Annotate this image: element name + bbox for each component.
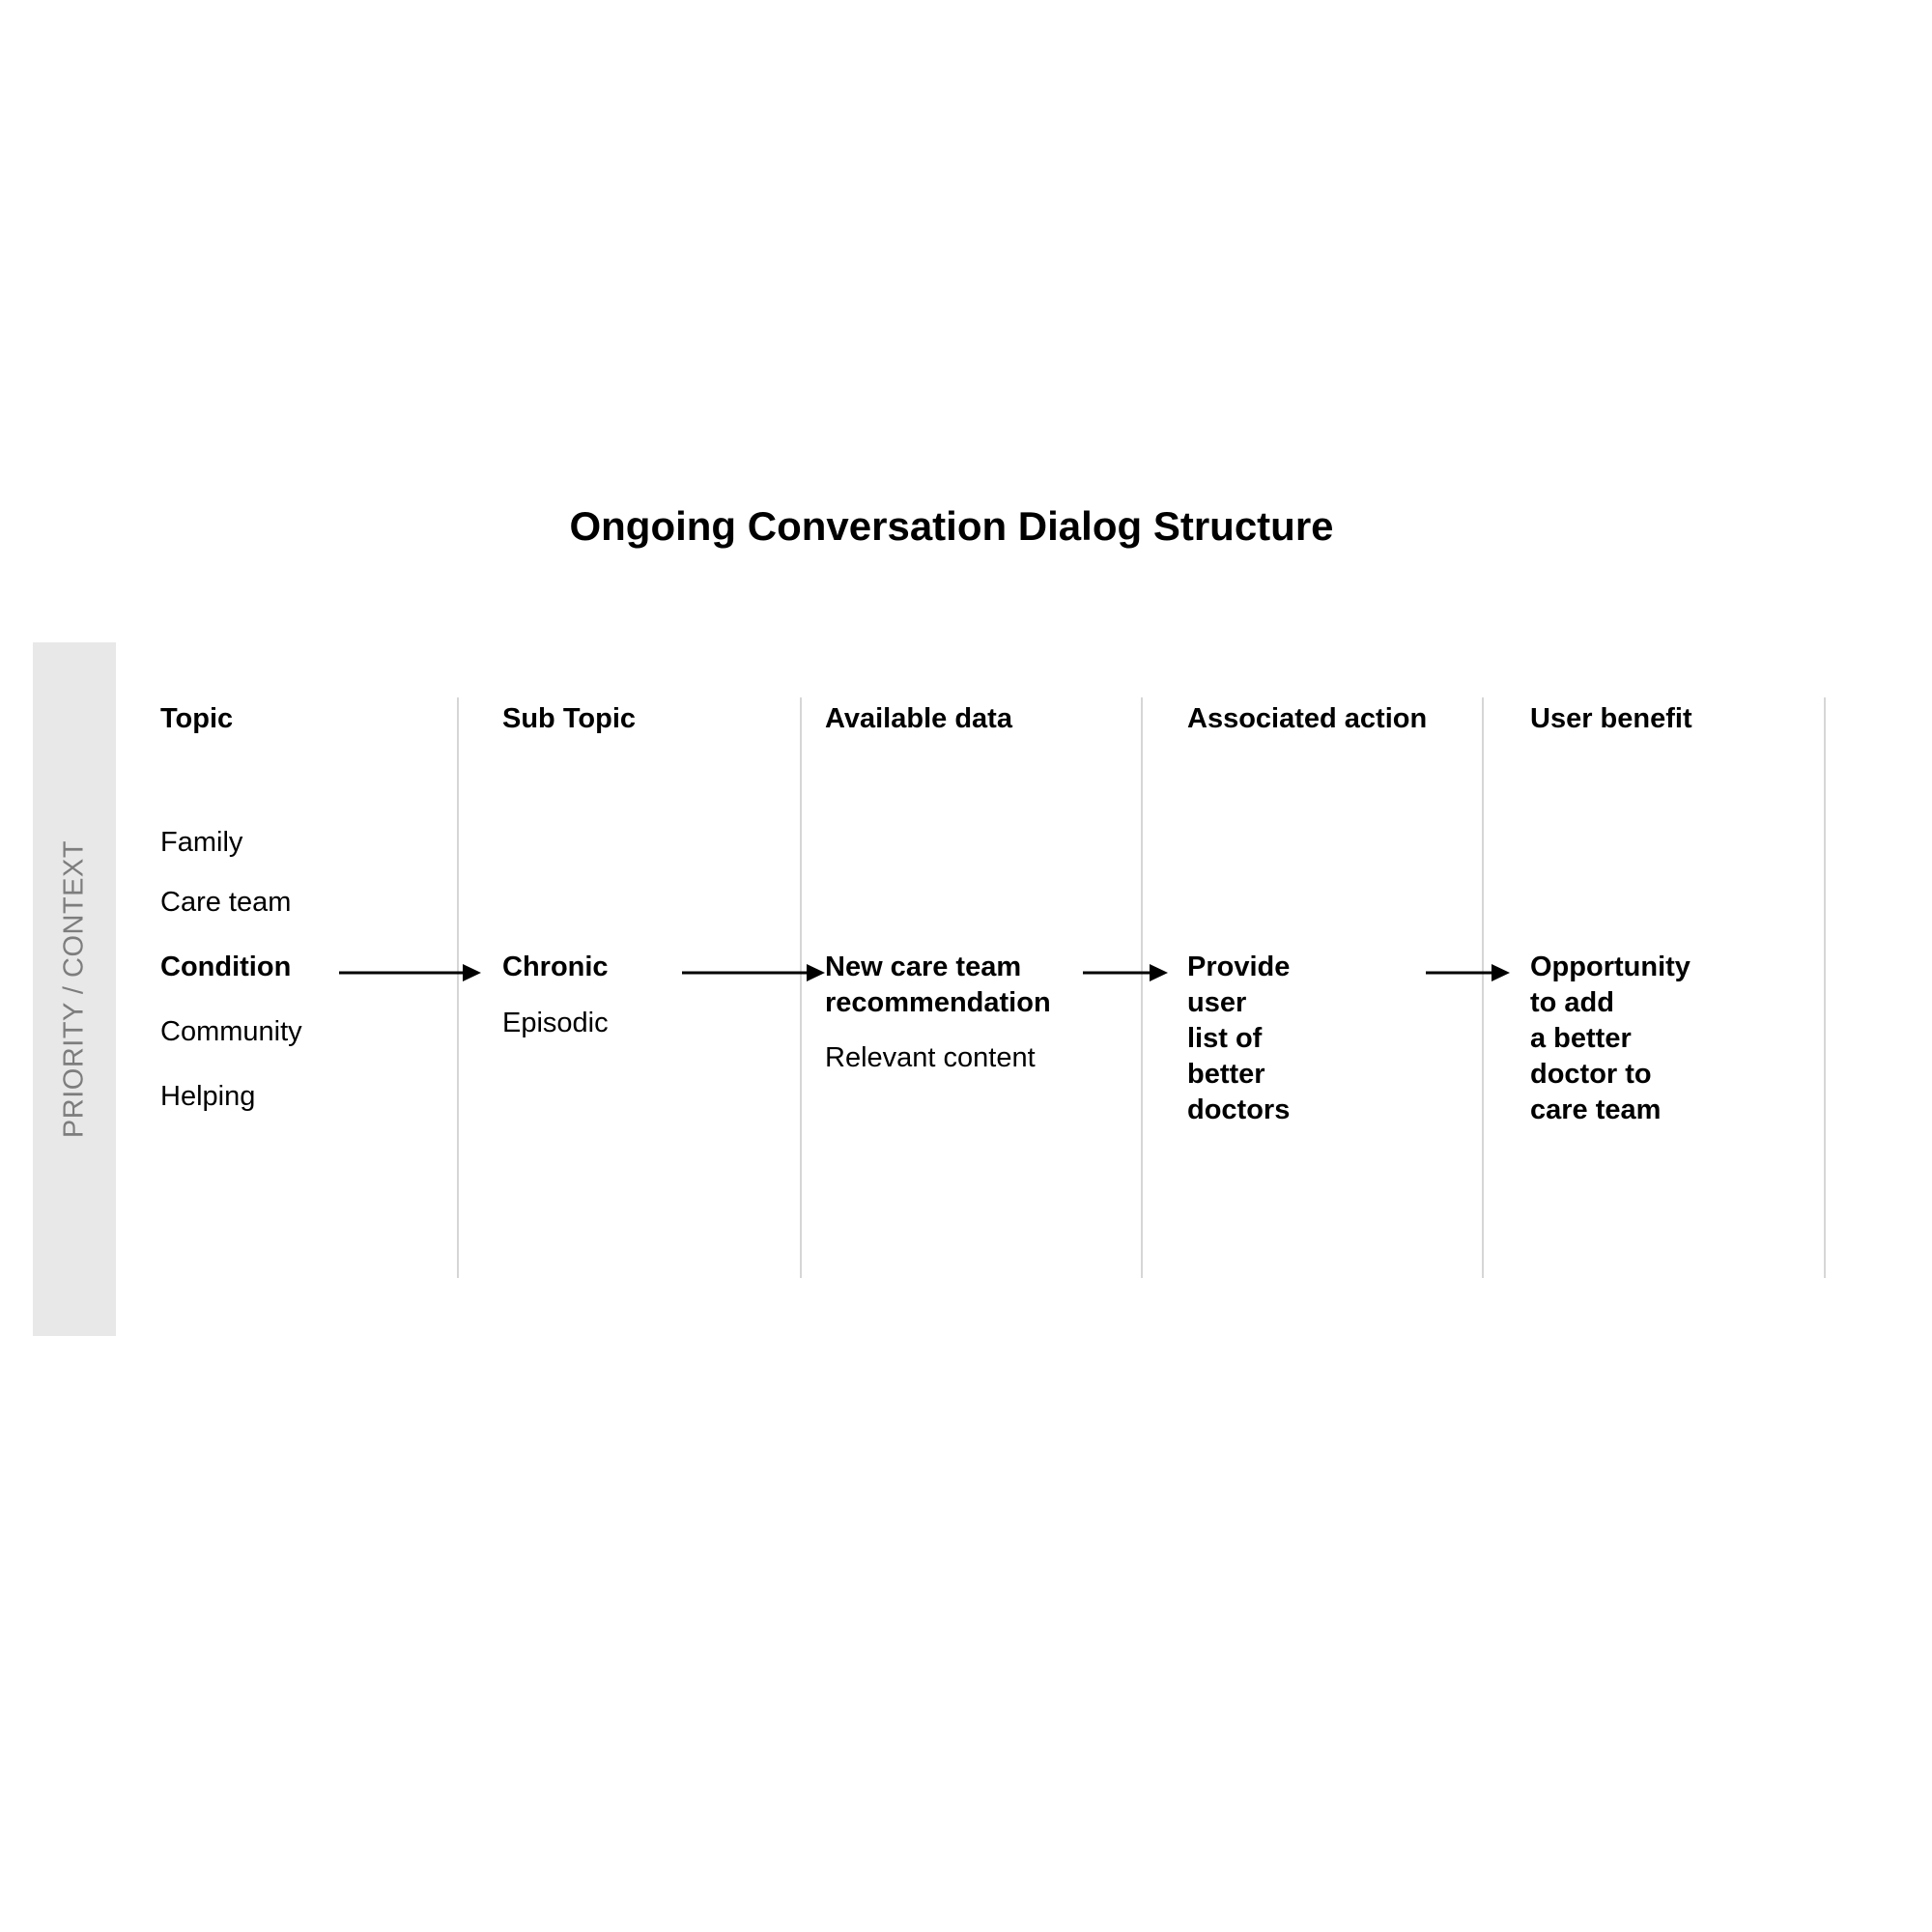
- available-data-item-relevant-content: Relevant content: [825, 1042, 1036, 1073]
- column-header-available-data: Available data: [825, 703, 1012, 734]
- topic-item-condition: Condition: [160, 952, 292, 982]
- column-header-user-benefit: User benefit: [1530, 703, 1692, 734]
- diagram-title: Ongoing Conversation Dialog Structure: [569, 503, 1334, 549]
- arrow-available-data-to-action: [1083, 964, 1168, 981]
- topic-item-care-team: Care team: [160, 887, 292, 918]
- associated-action-item: Provide user list of better doctors: [1187, 952, 1291, 1125]
- column-divider: [1141, 697, 1143, 1278]
- column-divider: [1824, 697, 1826, 1278]
- topic-item-community: Community: [160, 1016, 302, 1047]
- topic-item-family: Family: [160, 827, 243, 858]
- arrow-action-to-user-benefit: [1426, 964, 1510, 981]
- column-header-sub-topic: Sub Topic: [502, 703, 637, 734]
- priority-context-band: [33, 642, 116, 1336]
- topic-item-helping: Helping: [160, 1081, 256, 1112]
- arrow-sub-topic-to-available-data: [682, 964, 825, 981]
- sub-topic-item-chronic: Chronic: [502, 952, 609, 982]
- sub-topic-item-episodic: Episodic: [502, 1008, 609, 1038]
- column-header-topic: Topic: [160, 703, 234, 734]
- column-divider: [1482, 697, 1484, 1278]
- column-divider: [800, 697, 802, 1278]
- arrow-topic-to-sub-topic: [339, 964, 481, 981]
- available-data-item-new-care-team: New care team recommendation: [825, 952, 1051, 1018]
- column-divider: [457, 697, 459, 1278]
- user-benefit-item: Opportunity to add a better doctor to ca…: [1530, 952, 1690, 1125]
- column-header-associated-action: Associated action: [1187, 703, 1428, 734]
